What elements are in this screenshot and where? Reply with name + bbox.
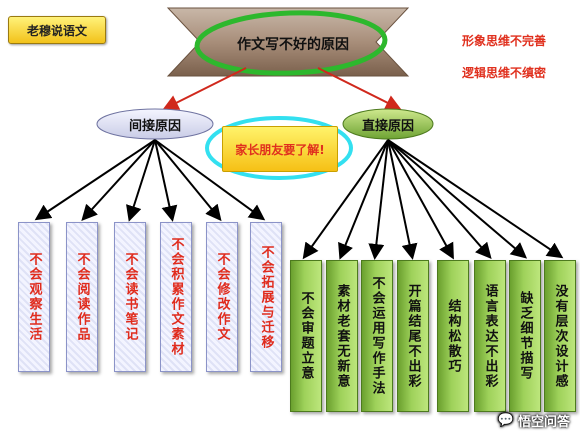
indirect-item: 不会拓展与迁移: [250, 222, 282, 372]
parents-note: 家长朋友要了解!: [222, 126, 338, 172]
direct-item: 不会审题立意: [290, 260, 322, 412]
direct-arrows: [302, 139, 564, 260]
indirect-arrows: [34, 139, 266, 222]
parents-note-highlight: [205, 116, 353, 180]
diagram-title: 作文写不好的原因: [237, 37, 349, 53]
indirect-item: 不会修改作文: [206, 222, 238, 372]
indirect-item: 不会阅读作品: [66, 222, 98, 372]
indirect-item: 不会观察生活: [18, 222, 50, 372]
title-highlight-ring: [194, 10, 388, 76]
arrow-title-to-indirect: [162, 67, 247, 110]
direct-item: 语言表达不出彩: [474, 260, 506, 412]
direct-item: 没有层次设计感: [544, 260, 576, 412]
watermark: 💬 悟空问答: [497, 413, 570, 430]
direct-item: 素材老套无新意: [326, 260, 358, 412]
indirect-ellipse: [96, 108, 214, 140]
direct-item: 开篇结尾不出彩: [397, 260, 429, 412]
side-note-imagery: 形象思维不完善: [462, 34, 547, 48]
direct-item: 缺乏细节描写: [509, 260, 541, 412]
direct-item: 不会运用写作手法: [361, 260, 393, 412]
chat-bubble-icon: 💬: [497, 413, 514, 428]
indirect-label: 间接原因: [128, 118, 181, 134]
arrow-title-to-direct: [317, 67, 402, 110]
brand-label: 老穆说语文: [8, 16, 106, 44]
direct-item: 结构松散巧: [437, 260, 469, 412]
direct-label: 直接原因: [361, 118, 414, 134]
side-note-logic: 逻辑思维不缜密: [462, 66, 547, 80]
direct-ellipse: [342, 108, 434, 140]
indirect-item: 不会读书笔记: [114, 222, 146, 372]
indirect-item: 不会积累作文素材: [160, 222, 192, 372]
